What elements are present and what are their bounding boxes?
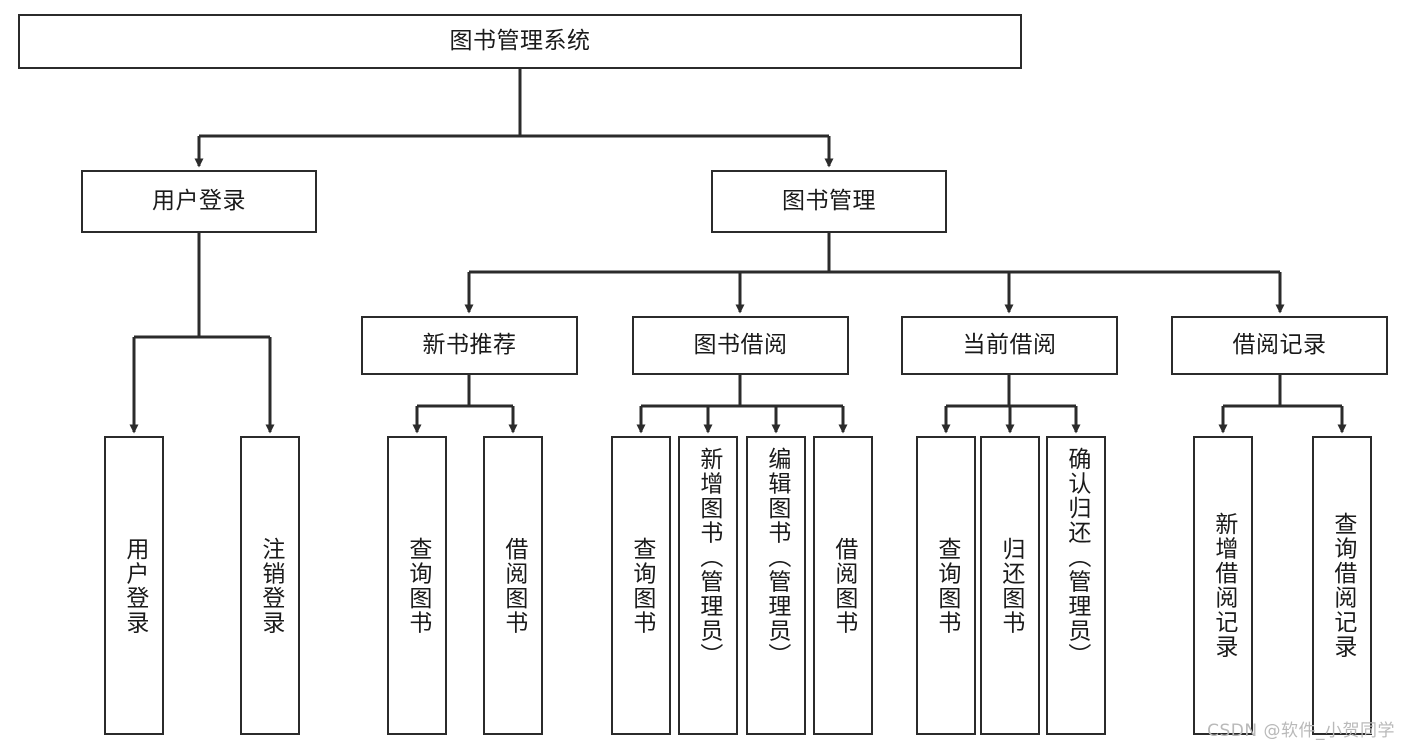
leaf-borrow-book-2[interactable]: 借阅图书 <box>813 436 873 735</box>
node-borrow-record[interactable]: 借阅记录 <box>1171 316 1388 375</box>
leaf-borrow-book-1-label: 借阅图书 <box>500 536 527 635</box>
leaf-user-login[interactable]: 用户登录 <box>104 436 164 735</box>
leaf-add-book[interactable]: 新增图书（管理员） <box>678 436 738 735</box>
leaf-borrow-book-2-label: 借阅图书 <box>830 536 857 635</box>
leaf-confirm-return-label: 确认归还（管理员） <box>1063 447 1090 668</box>
node-user-login-label: 用户登录 <box>152 187 246 214</box>
csdn-watermark: CSDN @软件_小贺同学 <box>1207 721 1395 741</box>
node-borrow-record-label: 借阅记录 <box>1232 331 1327 358</box>
leaf-edit-book[interactable]: 编辑图书（管理员） <box>746 436 806 735</box>
node-new-book-recommend[interactable]: 新书推荐 <box>361 316 578 375</box>
node-current-borrow-label: 当前借阅 <box>962 331 1057 358</box>
leaf-add-record-label: 新增借阅记录 <box>1210 512 1237 659</box>
leaf-logout-login-label: 注销登录 <box>257 536 284 635</box>
leaf-query-book-1[interactable]: 查询图书 <box>387 436 447 735</box>
leaf-edit-book-label: 编辑图书（管理员） <box>763 447 790 668</box>
leaf-add-record[interactable]: 新增借阅记录 <box>1193 436 1253 735</box>
leaf-query-book-3[interactable]: 查询图书 <box>916 436 976 735</box>
leaf-query-record-label: 查询借阅记录 <box>1329 512 1356 659</box>
leaf-return-book[interactable]: 归还图书 <box>980 436 1040 735</box>
node-book-management-label: 图书管理 <box>782 187 876 214</box>
leaf-confirm-return[interactable]: 确认归还（管理员） <box>1046 436 1106 735</box>
node-current-borrow[interactable]: 当前借阅 <box>901 316 1118 375</box>
node-book-borrow[interactable]: 图书借阅 <box>632 316 849 375</box>
node-root[interactable]: 图书管理系统 <box>18 14 1022 69</box>
leaf-borrow-book-1[interactable]: 借阅图书 <box>483 436 543 735</box>
node-new-book-recommend-label: 新书推荐 <box>422 331 517 358</box>
leaf-query-book-1-label: 查询图书 <box>404 536 431 635</box>
leaf-query-record[interactable]: 查询借阅记录 <box>1312 436 1372 735</box>
leaf-logout-login[interactable]: 注销登录 <box>240 436 300 735</box>
node-root-label: 图书管理系统 <box>449 27 591 54</box>
leaf-return-book-label: 归还图书 <box>997 536 1024 635</box>
leaf-add-book-label: 新增图书（管理员） <box>695 447 722 668</box>
leaf-query-book-2-label: 查询图书 <box>628 536 655 635</box>
node-user-login[interactable]: 用户登录 <box>81 170 317 233</box>
leaf-query-book-3-label: 查询图书 <box>933 536 960 635</box>
leaf-user-login-label: 用户登录 <box>121 536 148 635</box>
leaf-query-book-2[interactable]: 查询图书 <box>611 436 671 735</box>
node-book-management[interactable]: 图书管理 <box>711 170 947 233</box>
node-book-borrow-label: 图书借阅 <box>693 331 788 358</box>
